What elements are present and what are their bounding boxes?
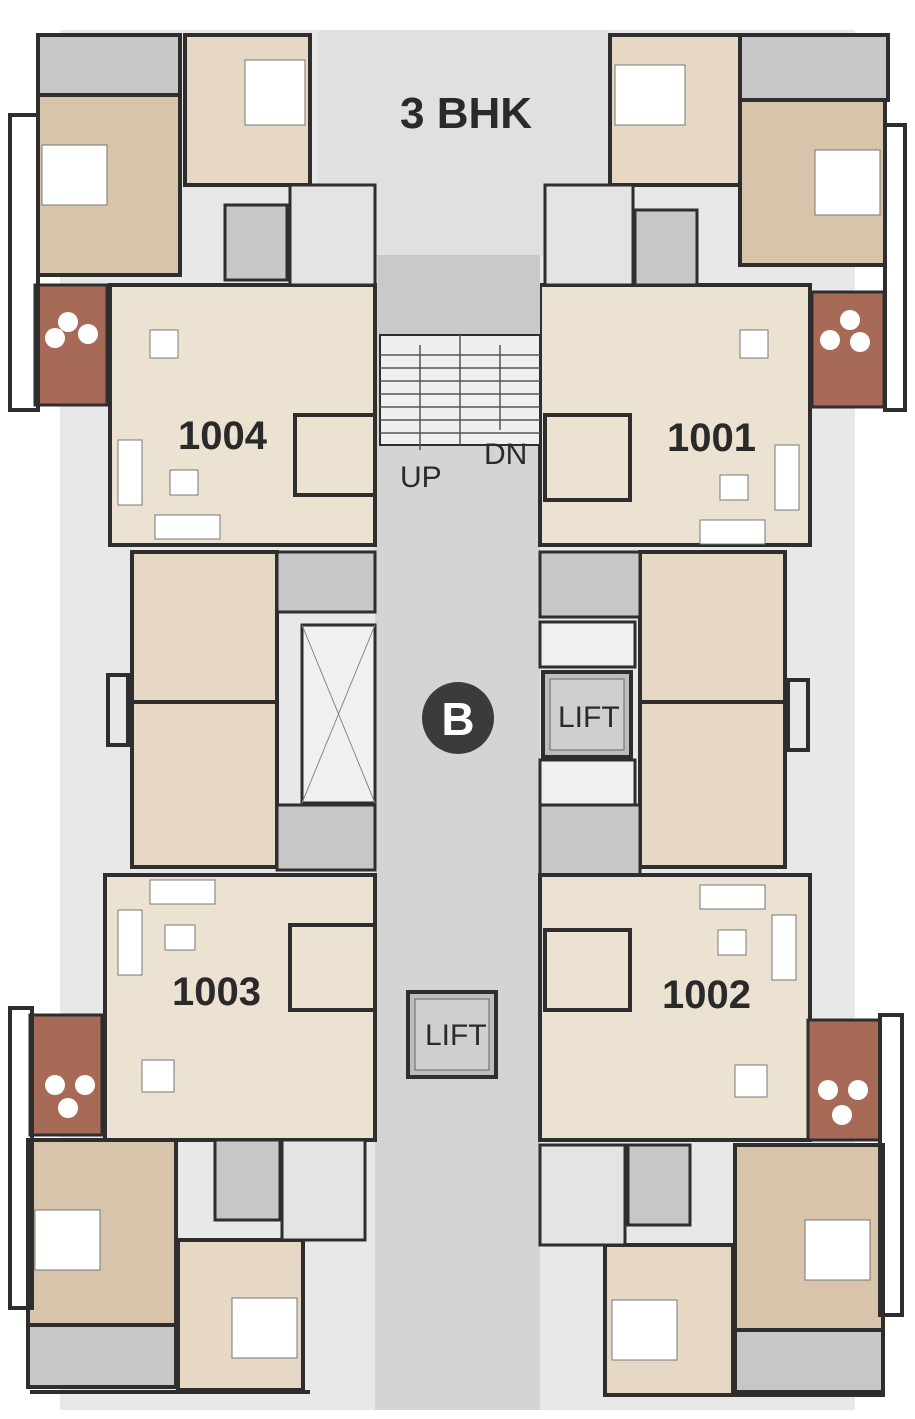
balcony xyxy=(33,283,109,407)
lift-label: LIFT xyxy=(425,1019,487,1052)
toilet xyxy=(223,203,289,282)
plan-title: 3 BHK xyxy=(400,89,532,138)
bedroom xyxy=(130,550,279,704)
unit-label-1004: 1004 xyxy=(178,414,268,458)
lift-label: LIFT xyxy=(558,701,620,734)
bed xyxy=(814,149,881,216)
bed xyxy=(231,1297,298,1359)
toilet xyxy=(213,1138,282,1222)
toilet xyxy=(275,550,377,614)
toilet xyxy=(275,803,377,872)
toilet xyxy=(26,1323,178,1389)
dining-table xyxy=(149,329,179,359)
sofa xyxy=(774,444,800,511)
toilet xyxy=(538,550,642,619)
unit-1003 xyxy=(26,623,377,1392)
sofa xyxy=(117,439,143,506)
sofa xyxy=(149,879,216,905)
wash-area xyxy=(280,1138,367,1242)
block-label: B xyxy=(441,693,474,745)
bed xyxy=(34,1209,101,1271)
bedroom xyxy=(638,700,787,869)
unit-1004 xyxy=(33,33,377,704)
kitchen xyxy=(543,413,632,502)
sofa xyxy=(699,884,766,910)
toilet xyxy=(538,803,642,877)
toilet xyxy=(738,33,890,102)
bed xyxy=(41,144,108,206)
bed xyxy=(244,59,306,126)
sofa xyxy=(154,514,221,540)
corridor xyxy=(375,255,540,1410)
stair-up-label: UP xyxy=(400,461,442,494)
unit-1002 xyxy=(538,620,885,1397)
dining-table xyxy=(734,1064,768,1098)
dining-table xyxy=(141,1059,175,1093)
kitchen xyxy=(543,928,632,1012)
shaft xyxy=(538,758,637,807)
bed xyxy=(804,1219,871,1281)
bedroom xyxy=(638,550,787,704)
bed xyxy=(614,64,686,126)
unit-label-1001: 1001 xyxy=(667,416,756,460)
stair-down-label: DN xyxy=(484,438,527,471)
bedroom xyxy=(130,700,279,869)
staircase: UP DN xyxy=(378,255,541,494)
wash-area xyxy=(538,1143,627,1247)
wash-area xyxy=(288,183,377,287)
block-badge: B xyxy=(422,682,494,754)
toilet xyxy=(36,33,182,97)
dining-table xyxy=(739,329,769,359)
kitchen xyxy=(293,413,377,497)
unit-1001 xyxy=(538,33,890,704)
sofa xyxy=(117,909,143,976)
toilet xyxy=(633,208,699,287)
sofa xyxy=(699,519,766,545)
kitchen xyxy=(288,923,377,1012)
toilet xyxy=(626,1143,692,1227)
outer-walls xyxy=(8,113,907,1397)
toilet xyxy=(733,1328,885,1394)
sofa xyxy=(771,914,797,981)
wash-area xyxy=(543,183,635,287)
bed xyxy=(611,1299,678,1361)
lift-right: LIFT xyxy=(541,670,633,759)
shaft xyxy=(538,620,637,669)
unit-label-1002: 1002 xyxy=(662,973,751,1017)
lift-bottom: LIFT xyxy=(406,990,498,1079)
balcony xyxy=(810,290,886,409)
unit-label-1003: 1003 xyxy=(172,970,261,1014)
